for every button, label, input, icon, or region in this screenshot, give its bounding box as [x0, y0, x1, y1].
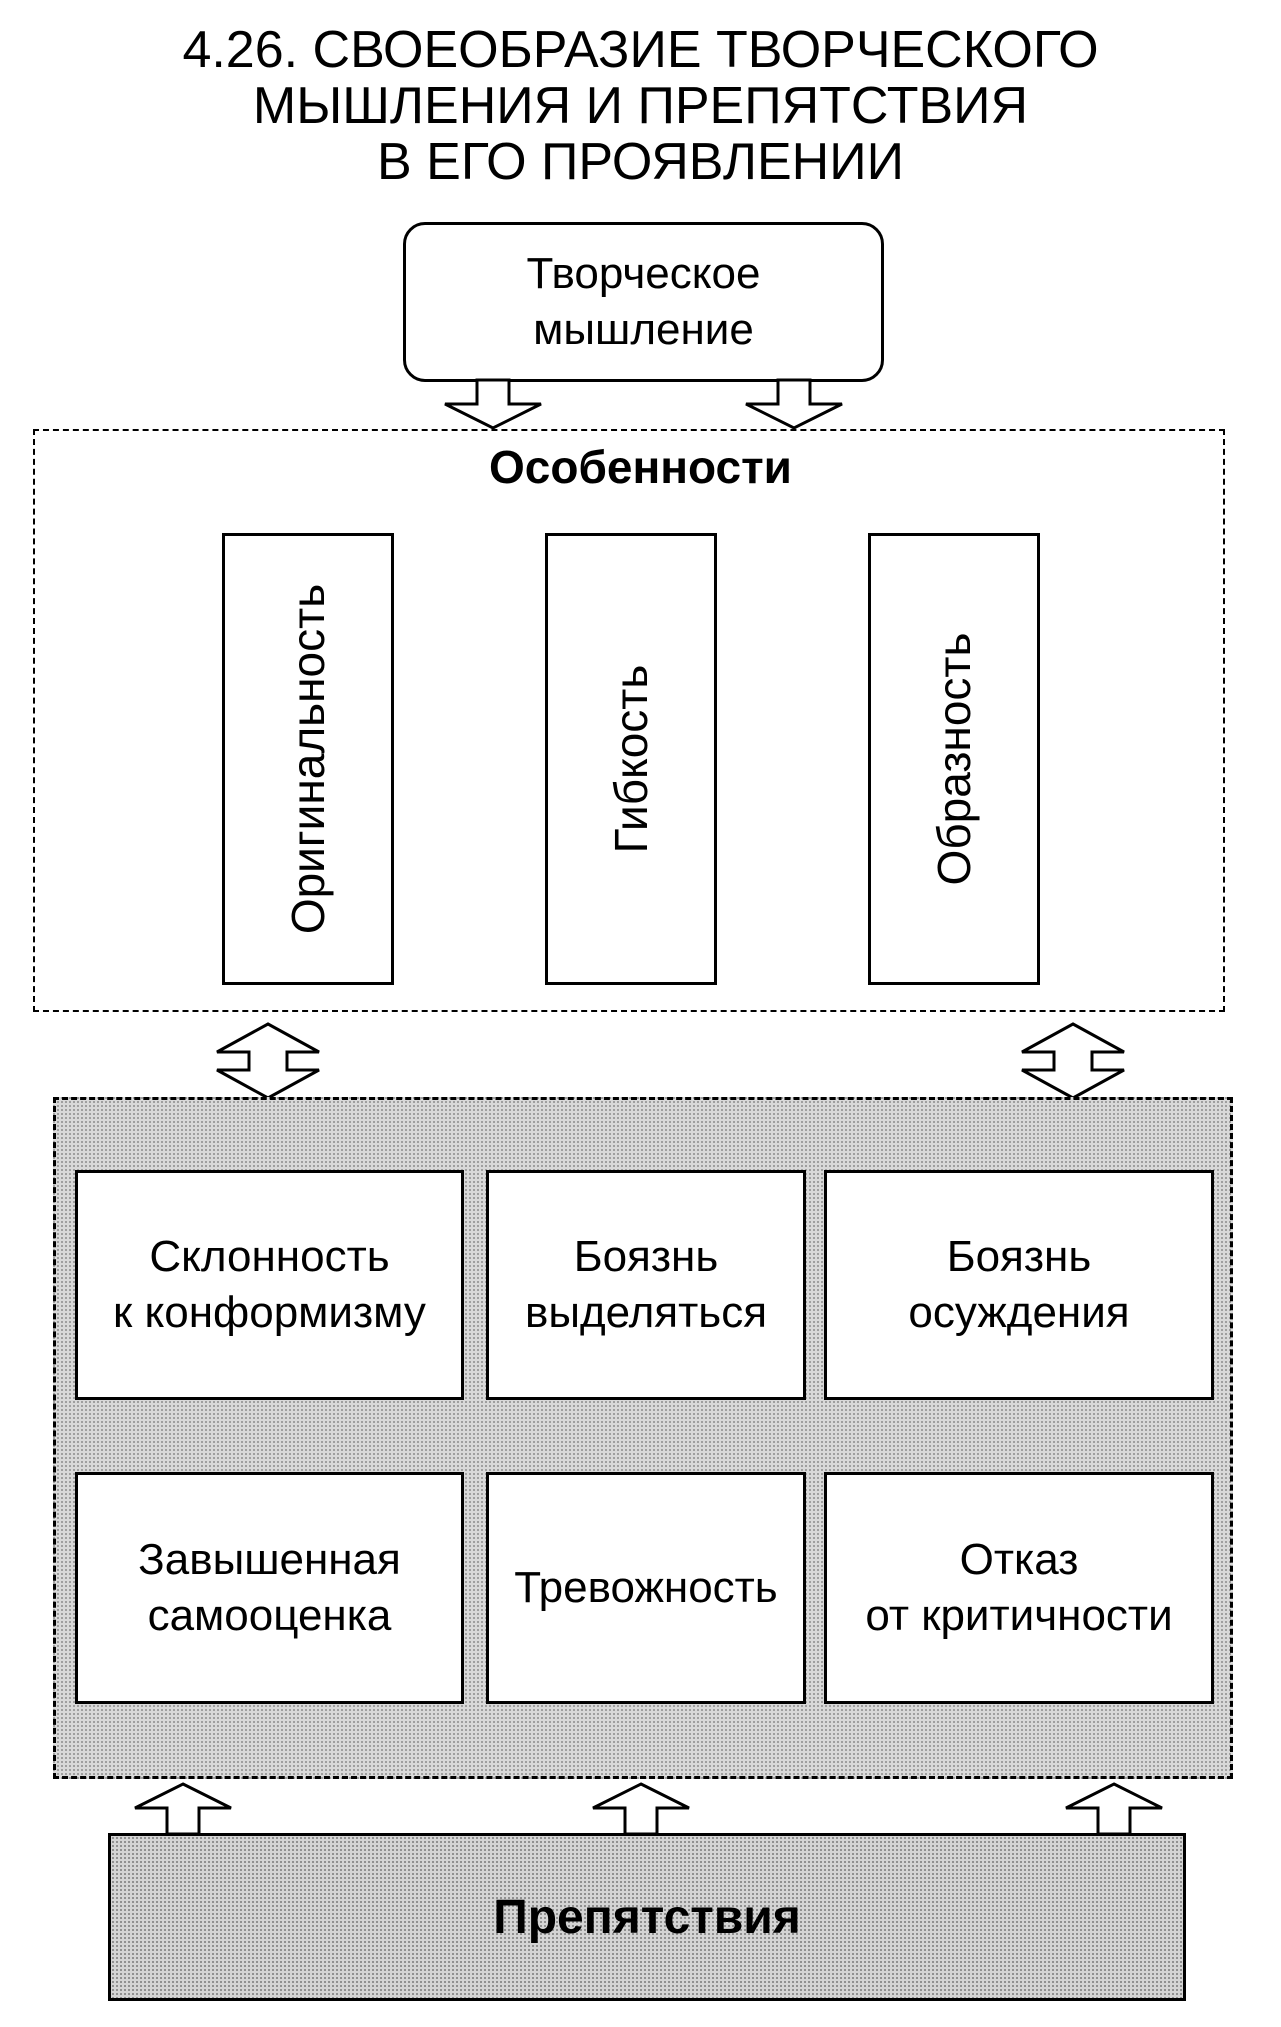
down-arrow-right	[745, 378, 843, 430]
feature-flexibility-box: Гибкость	[545, 533, 717, 985]
obstacle-refusal-criticality-line-2: от критичности	[865, 1591, 1173, 1640]
obstacle-anxiety-line-1: Тревожность	[514, 1563, 778, 1612]
creative-thinking-box: Творческое мышление	[403, 222, 884, 382]
double-arrow-left	[216, 1022, 320, 1100]
obstacles-box: Препятствия	[108, 1833, 1186, 2001]
up-arrow-right	[1065, 1782, 1163, 1836]
obstacle-conformism-line-2: к конформизму	[113, 1288, 426, 1337]
obstacle-conformism-box: Склонность к конформизму	[75, 1170, 464, 1400]
obstacle-fear-standing-out-box: Боязнь выделяться	[486, 1170, 806, 1400]
creative-thinking-line-1: Творческое	[526, 249, 761, 298]
obstacle-refusal-criticality-box: Отказ от критичности	[824, 1472, 1214, 1704]
up-arrow-middle	[592, 1782, 690, 1836]
feature-imagery-box: Образность	[868, 533, 1040, 985]
diagram-title: 4.26. СВОЕОБРАЗИЕ ТВОРЧЕСКОГО МЫШЛЕНИЯ И…	[0, 22, 1281, 190]
up-arrow-left	[134, 1782, 232, 1836]
title-line-1: 4.26. СВОЕОБРАЗИЕ ТВОРЧЕСКОГО	[182, 21, 1099, 79]
obstacle-fear-standing-out-line-1: Боязнь	[573, 1232, 719, 1281]
creative-thinking-line-2: мышление	[533, 305, 754, 354]
obstacle-fear-judgement-box: Боязнь осуждения	[824, 1170, 1214, 1400]
obstacle-refusal-criticality-line-1: Отказ	[959, 1535, 1079, 1584]
obstacle-conformism-line-1: Склонность	[149, 1232, 390, 1281]
features-title: Особенности	[489, 441, 792, 493]
down-arrow-left	[444, 378, 542, 430]
obstacle-fear-judgement-line-1: Боязнь	[946, 1232, 1092, 1281]
feature-imagery-label: Образность	[928, 632, 980, 886]
obstacle-overestimation-box: Завышенная самооценка	[75, 1472, 464, 1704]
obstacle-overestimation-line-1: Завышенная	[138, 1535, 401, 1584]
obstacle-fear-standing-out-line-2: выделяться	[524, 1288, 768, 1337]
feature-flexibility-label: Гибкость	[605, 664, 657, 854]
obstacle-anxiety-box: Тревожность	[486, 1472, 806, 1704]
title-line-2: МЫШЛЕНИЯ И ПРЕПЯТСТВИЯ	[252, 77, 1029, 135]
double-arrow-right	[1021, 1022, 1125, 1100]
obstacle-fear-judgement-line-2: осуждения	[908, 1288, 1130, 1337]
feature-originality-box: Оригинальность	[222, 533, 394, 985]
feature-originality-label: Оригинальность	[282, 583, 334, 935]
title-line-3: В ЕГО ПРОЯВЛЕНИИ	[377, 133, 904, 191]
obstacle-overestimation-line-2: самооценка	[147, 1591, 392, 1640]
features-frame	[33, 429, 1225, 1012]
obstacles-label: Препятствия	[493, 1890, 801, 1944]
